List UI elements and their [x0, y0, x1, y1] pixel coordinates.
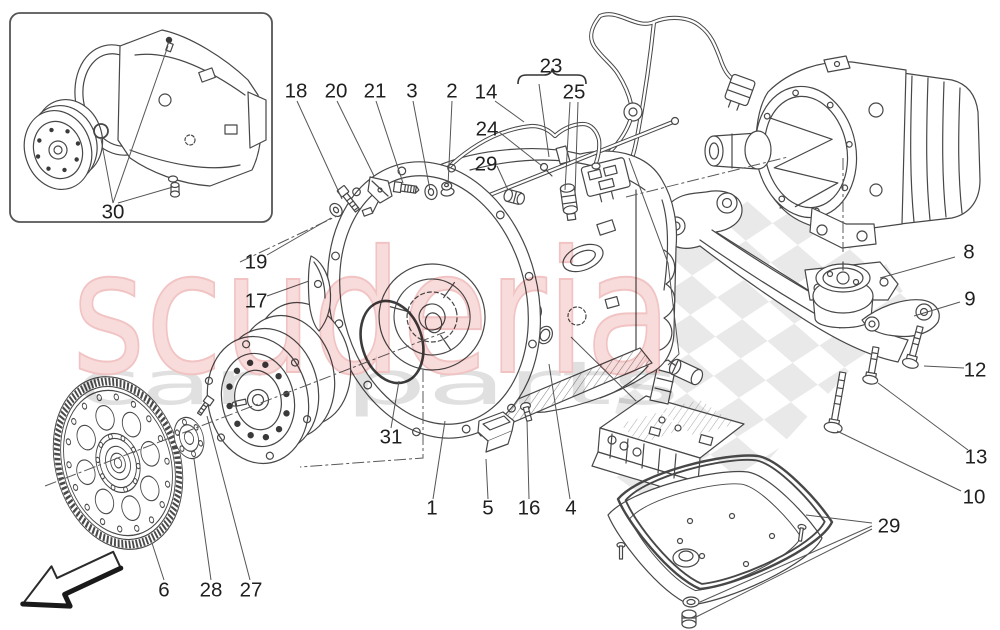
callout-6[interactable]: 6	[158, 579, 169, 602]
sensor-20	[361, 176, 393, 217]
oil-pan-drawing	[607, 454, 834, 629]
bolt-10	[823, 371, 847, 434]
callout-27[interactable]: 27	[240, 579, 263, 602]
pan-bolt-left	[616, 541, 626, 560]
callout-25[interactable]: 25	[563, 81, 586, 104]
bracket-23	[517, 67, 587, 85]
oil-pan-gasket	[616, 454, 834, 591]
callout-12[interactable]: 12	[964, 359, 987, 382]
callout-20[interactable]: 20	[325, 80, 348, 103]
bell-housing-drawing	[326, 161, 542, 439]
direction-arrow	[20, 550, 124, 609]
nut-2	[440, 181, 455, 197]
filler-tube	[454, 116, 680, 211]
flywheel-bolt-drawing	[196, 394, 215, 416]
callout-23[interactable]: 23	[540, 55, 563, 78]
transfer-case-drawing	[704, 55, 981, 249]
o-ring-drawing	[359, 299, 425, 385]
callout-17[interactable]: 17	[245, 290, 268, 313]
solenoid-valve	[559, 183, 578, 221]
gearbox-mount-drawing	[804, 261, 899, 329]
watermark-line2b: parts	[344, 349, 680, 419]
callout-29-lower[interactable]: 29	[878, 515, 901, 538]
callout-16[interactable]: 16	[518, 497, 541, 520]
callout-3[interactable]: 3	[406, 80, 417, 103]
bolt-13	[862, 346, 880, 385]
bolt-21	[392, 181, 420, 194]
callout-31[interactable]: 31	[380, 426, 403, 449]
callout-10[interactable]: 10	[963, 486, 986, 509]
torque-converter-drawing	[204, 301, 352, 465]
breather-pipe	[440, 121, 602, 176]
bolt-16	[519, 401, 533, 422]
inset-leader-lines	[100, 45, 174, 204]
watermark-line2a: car	[76, 349, 262, 419]
drain-plug	[681, 609, 697, 629]
plug-29	[503, 188, 526, 205]
callout-28[interactable]: 28	[200, 579, 223, 602]
pan-bolt-right	[797, 523, 807, 542]
watermark: car parts scuderia	[71, 214, 680, 419]
inset-assembly-box	[9, 12, 273, 223]
callout-8[interactable]: 8	[963, 241, 974, 264]
drain-plug-washer	[682, 596, 700, 608]
pipe-clamp	[539, 162, 553, 177]
leader-lines	[151, 67, 969, 618]
harness-connector	[724, 73, 756, 111]
washer-18	[329, 202, 343, 218]
damper-5	[477, 411, 515, 453]
shield-17-drawing	[307, 255, 332, 332]
callout-1[interactable]: 1	[426, 497, 437, 520]
callout-18[interactable]: 18	[285, 80, 308, 103]
callout-4[interactable]: 4	[565, 497, 576, 520]
callout-24[interactable]: 24	[476, 118, 499, 141]
bolt-12	[901, 325, 924, 369]
callout-21[interactable]: 21	[364, 80, 387, 103]
callout-14[interactable]: 14	[475, 81, 498, 104]
callout-2[interactable]: 2	[446, 80, 457, 103]
callout-5[interactable]: 5	[482, 497, 493, 520]
callout-30[interactable]: 30	[102, 201, 125, 224]
washer-3	[424, 183, 438, 201]
callout-13[interactable]: 13	[965, 446, 988, 469]
watermark-line1: scuderia	[72, 215, 672, 413]
callout-9[interactable]: 9	[964, 288, 975, 311]
callout-19[interactable]: 19	[245, 251, 268, 274]
inset-transmission-drawing	[23, 29, 267, 198]
callout-29-upper[interactable]: 29	[475, 153, 498, 176]
